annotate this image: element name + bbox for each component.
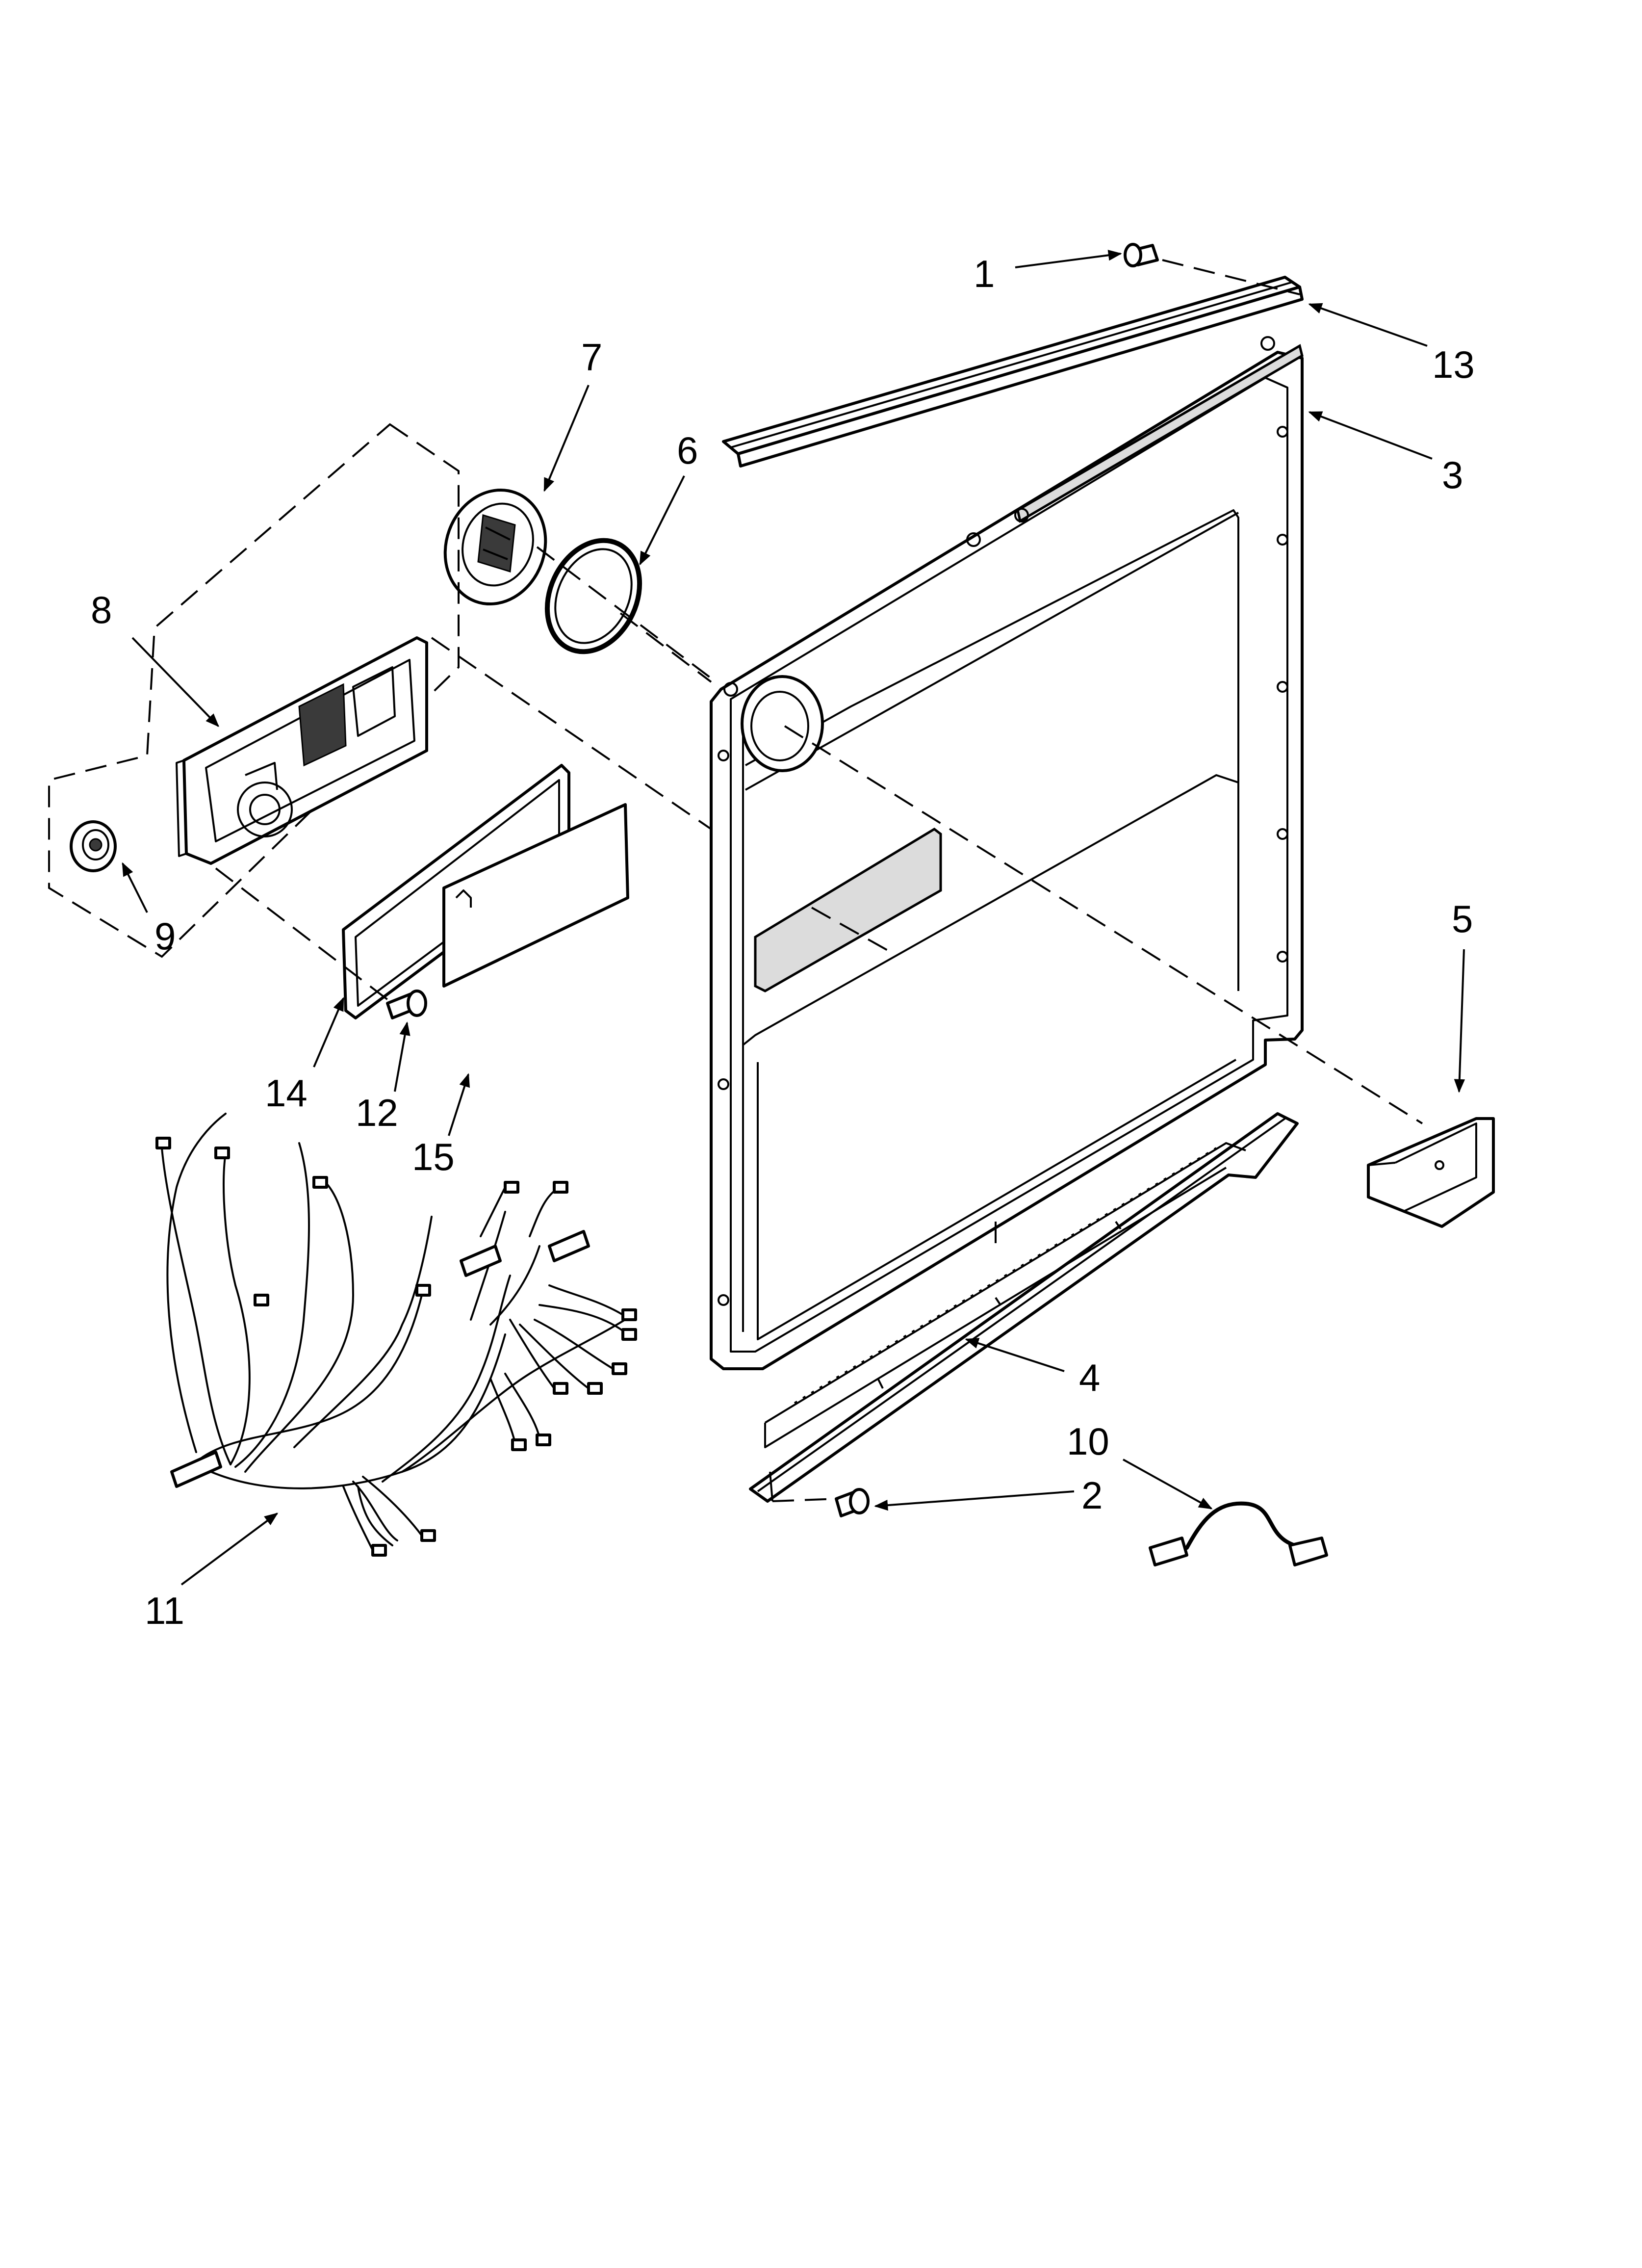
callout-1: 1	[974, 252, 995, 295]
callout-4: 4	[1079, 1356, 1100, 1399]
callout-3: 3	[1442, 453, 1463, 496]
part-7-vent-cover	[443, 488, 547, 606]
part-2-screw	[835, 1488, 870, 1517]
part-9-knob	[70, 820, 117, 872]
callout-labels: 1 13 3 7 6 8 9 14 12 15 5 4 10 2 11	[91, 252, 1475, 1632]
part-6-gasket-ring	[544, 538, 642, 654]
callout-5: 5	[1452, 897, 1473, 940]
part-12-screw	[386, 990, 427, 1019]
callout-13: 13	[1432, 343, 1475, 386]
callout-8: 8	[91, 588, 112, 631]
callout-9: 9	[154, 914, 176, 958]
callout-14: 14	[265, 1071, 308, 1115]
leader-lines	[122, 250, 1465, 1586]
callout-6: 6	[677, 429, 698, 472]
part-10-wire-jumper	[1149, 1501, 1328, 1566]
part-3-inner-door-panel	[710, 336, 1304, 1370]
part-8-control-module	[48, 423, 460, 958]
part-13-top-trim	[722, 276, 1304, 468]
callout-11: 11	[145, 1589, 184, 1632]
callout-2: 2	[1081, 1474, 1103, 1517]
part-15-panel-cover	[442, 803, 629, 988]
callout-10: 10	[1067, 1420, 1109, 1463]
callout-15: 15	[412, 1135, 455, 1178]
part-1-screw	[1124, 243, 1159, 267]
part-5-end-cap	[1367, 1117, 1495, 1228]
callout-12: 12	[356, 1091, 398, 1134]
part-11-main-wire-harness	[155, 1113, 637, 1557]
alignment-lines	[215, 259, 1423, 1502]
callout-7: 7	[581, 336, 602, 379]
part-4-bottom-rail	[749, 1112, 1299, 1503]
